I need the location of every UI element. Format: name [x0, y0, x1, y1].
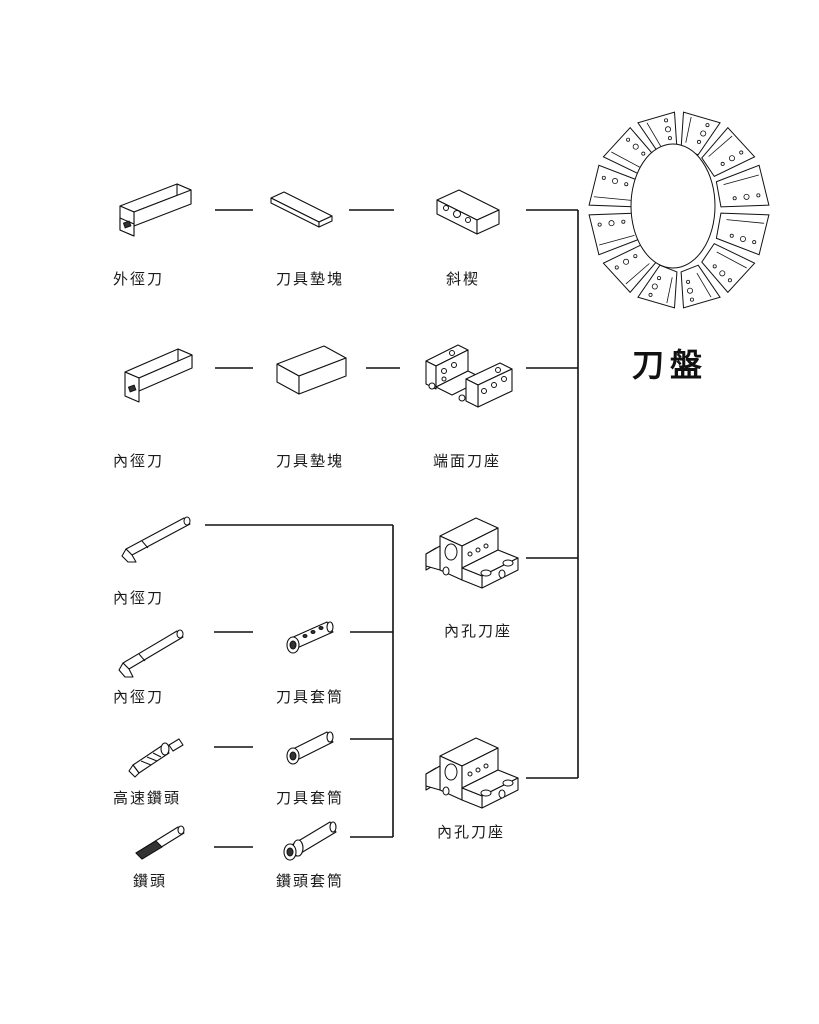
turret-station-edge [708, 135, 733, 157]
shim-block-icon [268, 190, 338, 239]
label-id-tool-2: 內徑刀 [113, 589, 165, 607]
turret-station-edge [599, 234, 635, 246]
turret-bolt-hole [728, 155, 735, 162]
turret-bolt-hole [612, 178, 619, 185]
turret-bolt-hole [601, 175, 606, 180]
turret-station-edge [696, 272, 712, 298]
label-shim-1: 刀具墊塊 [276, 270, 345, 288]
turret-hub [630, 143, 716, 269]
turret-bolt-hole [597, 222, 602, 227]
turret-bolt-hole [700, 130, 707, 137]
turret-station-edge [646, 122, 662, 148]
turret-bolt-hole [608, 220, 615, 227]
tool-sleeve-icon-2 [283, 728, 343, 777]
turret-bolt-hole [712, 264, 717, 269]
turret-station-edge [716, 251, 747, 269]
turret-bolt-hole [743, 193, 750, 200]
turret-bolt-hole [739, 235, 746, 242]
turret-bolt-hole [729, 233, 734, 238]
turret-station-edge [723, 174, 759, 186]
turret-bolt-hole [719, 270, 726, 277]
turning-tool-icon [115, 182, 195, 246]
bore-holder-icon-2 [422, 734, 527, 813]
label-bore-holder-1: 內孔刀座 [444, 622, 513, 640]
turret-disc-icon [583, 110, 773, 314]
hss-drill-icon [125, 735, 190, 789]
turret-bolt-hole [633, 254, 638, 259]
turret-bolt-hole [648, 292, 653, 297]
drill-bit-icon [132, 823, 192, 867]
label-sleeve-2: 刀具套筒 [276, 789, 345, 807]
turret-bolt-hole [756, 193, 761, 198]
boring-tool-icon [120, 346, 200, 410]
turret-bolt-hole [651, 283, 658, 290]
turret-bolt-hole [667, 136, 672, 141]
turret-station-edge [726, 219, 765, 224]
turret-bolt-hole [664, 118, 669, 123]
turret-station [715, 212, 770, 256]
turret-bolt-hole [657, 276, 662, 281]
turret-bolt-hole [732, 196, 737, 201]
turret-station [680, 264, 721, 309]
label-drill-bit: 鑽頭 [133, 872, 168, 890]
label-bore-holder-2: 內孔刀座 [437, 823, 506, 841]
face-tool-holder-icon [422, 341, 522, 415]
turret-title: 刀盤 [632, 346, 709, 384]
drill-sleeve-icon [280, 818, 345, 872]
turret-bolt-hole [689, 297, 694, 302]
turret-bolt-hole [664, 126, 671, 133]
turret-station [701, 126, 756, 177]
turret-bolt-hole [686, 279, 691, 284]
turret-bolt-hole [752, 240, 757, 245]
turret-station-edge [625, 263, 650, 285]
turret-bolt-hole [739, 150, 744, 155]
turret-bolt-hole [727, 278, 732, 283]
turret-bolt-hole [696, 139, 701, 144]
turret-bolt-hole [687, 287, 694, 294]
turret-bolt-hole [626, 137, 631, 142]
turret-station-edge [685, 116, 692, 143]
turret-bolt-hole [641, 151, 646, 156]
turret-bolt-hole [614, 265, 619, 270]
label-sleeve-1: 刀具套筒 [276, 688, 345, 706]
turret-station-edge [593, 196, 632, 201]
turret-station [701, 243, 756, 294]
boring-bar-icon-2 [115, 625, 195, 689]
turret-bolt-hole [705, 123, 710, 128]
turret-bolt-hole [623, 258, 630, 265]
turret-bolt-hole [720, 161, 725, 166]
turret-station-edge [666, 277, 673, 304]
label-od-tool: 外徑刀 [113, 270, 165, 288]
wedge-icon [434, 188, 504, 242]
tool-sleeve-icon-1 [283, 618, 343, 667]
label-hss-drill: 高速鑽頭 [113, 789, 182, 807]
label-shim-2: 刀具墊塊 [276, 452, 345, 470]
turret-station-edge [611, 151, 642, 169]
turret-bolt-hole [624, 182, 629, 187]
boring-bar-icon-1 [118, 514, 198, 573]
turret-bolt-hole [632, 143, 639, 150]
bore-holder-icon-1 [422, 514, 527, 593]
label-id-tool-1: 內徑刀 [113, 452, 165, 470]
label-face-holder: 端面刀座 [433, 452, 502, 470]
label-drill-sleeve: 鑽頭套筒 [276, 872, 345, 890]
label-wedge: 斜楔 [446, 270, 481, 288]
shim-bar-icon [274, 345, 354, 412]
turret-bolt-hole [621, 219, 626, 224]
label-id-tool-3: 內徑刀 [113, 688, 165, 706]
